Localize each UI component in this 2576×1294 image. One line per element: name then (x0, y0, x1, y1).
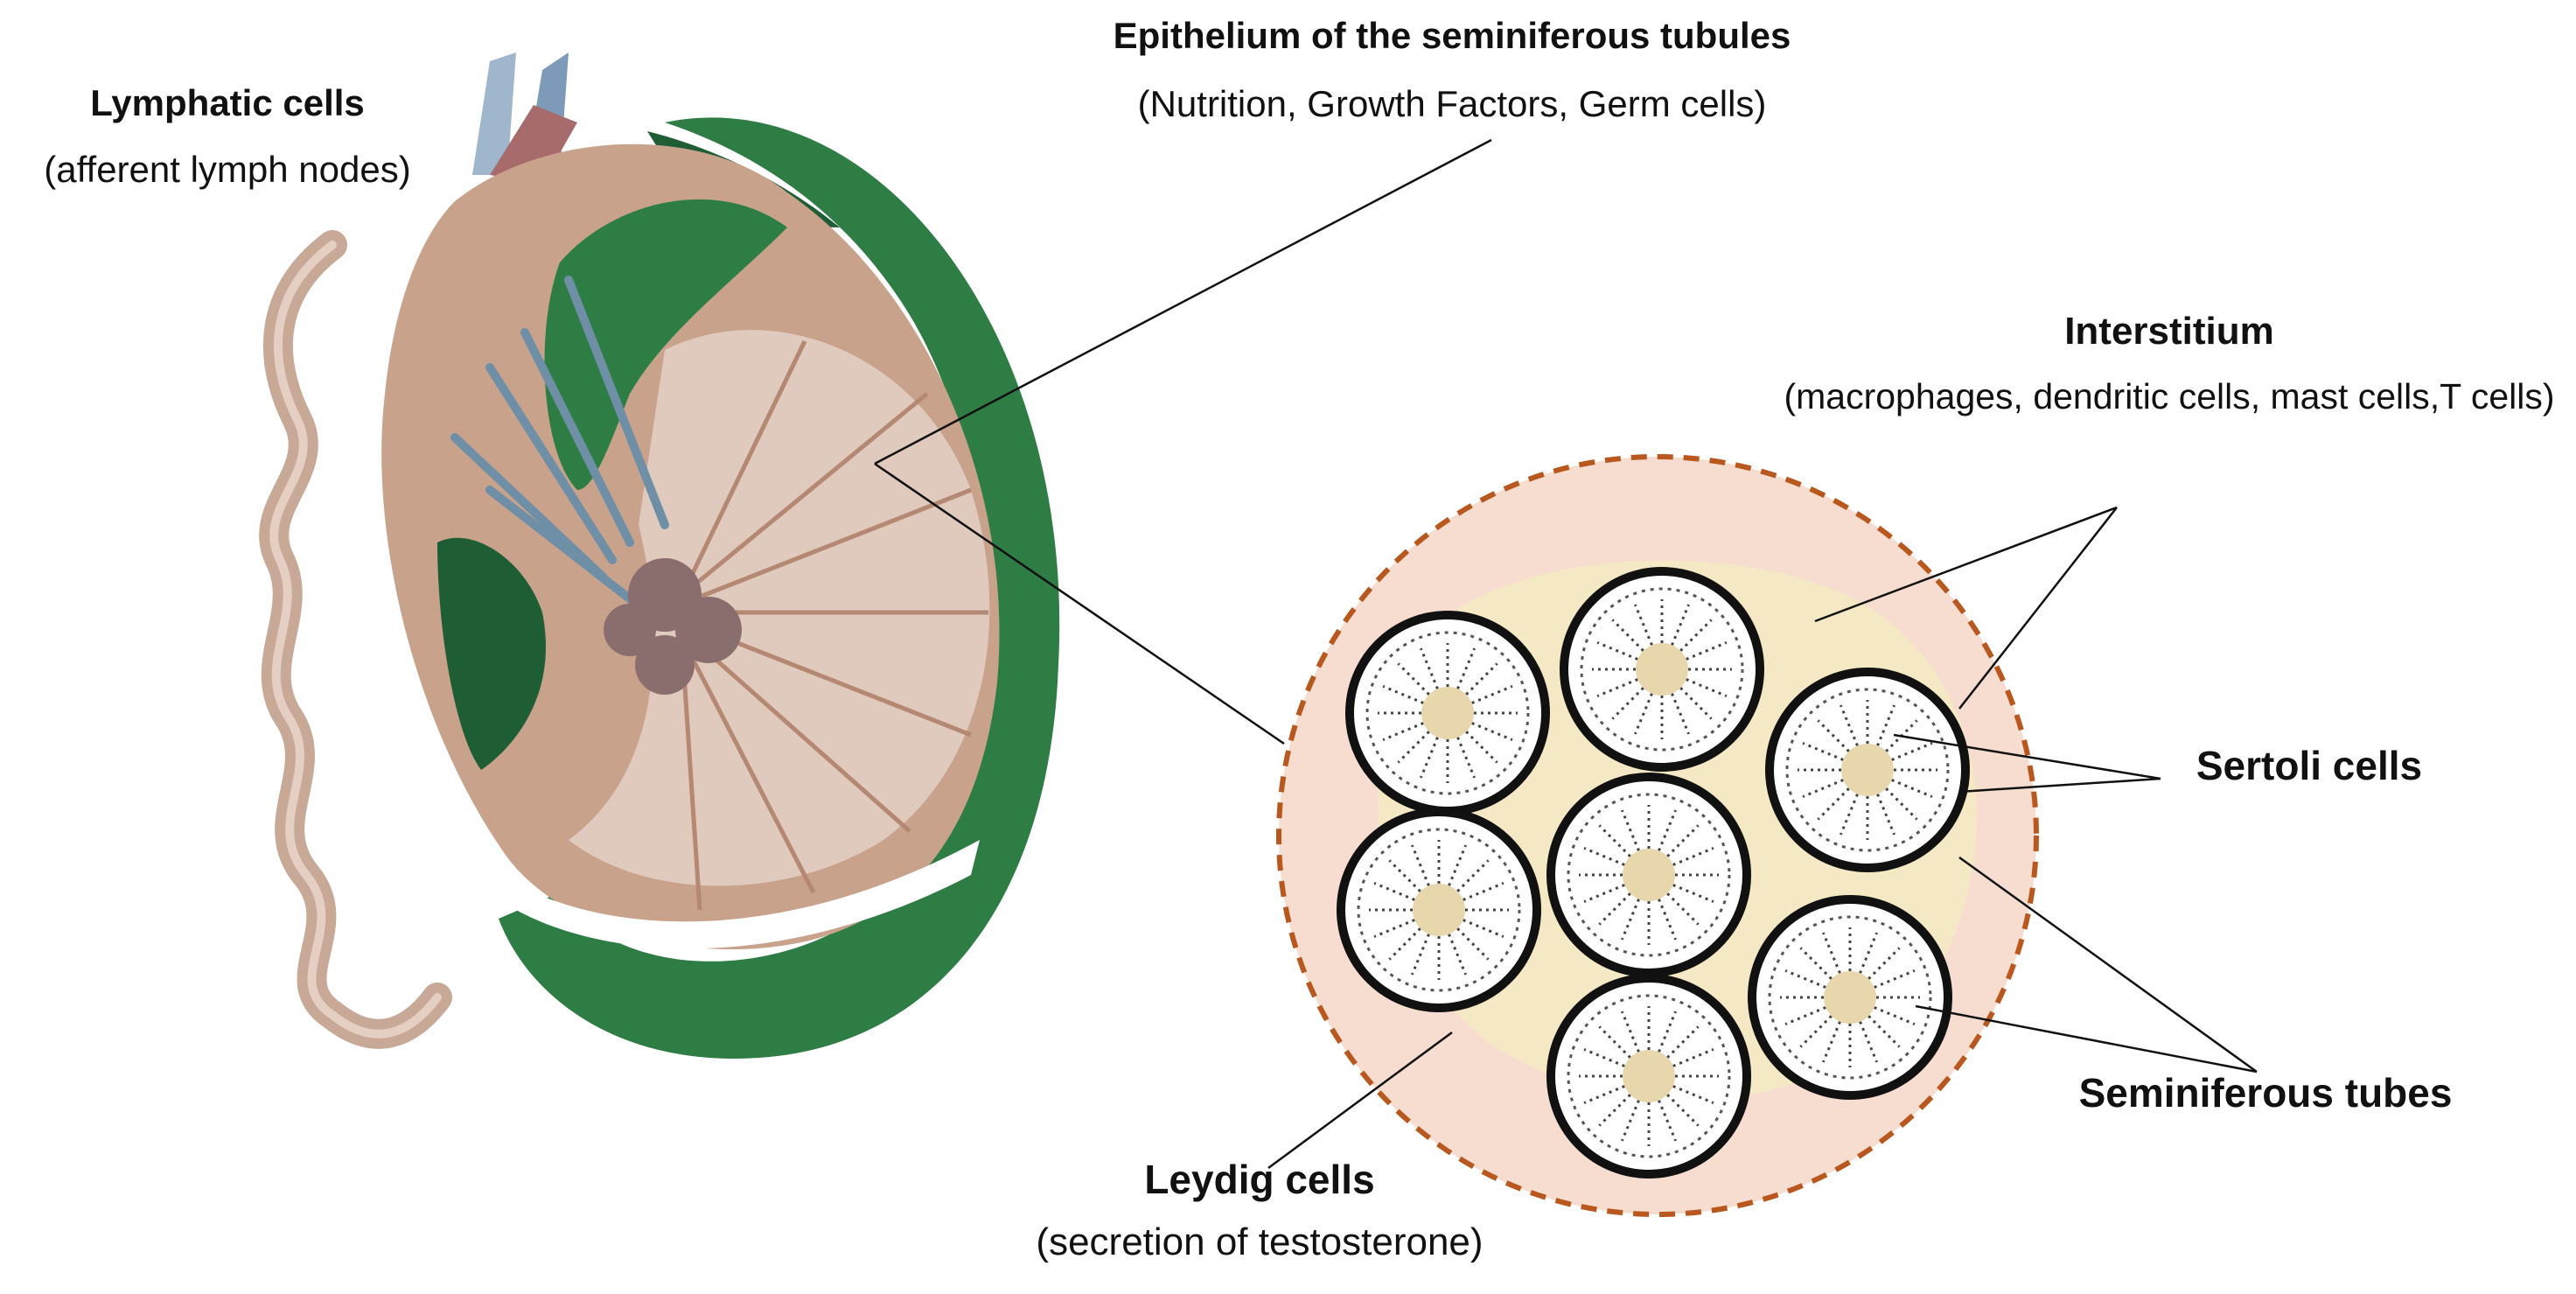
leydig-cells-label: Leydig cells (secretion of testosterone) (1036, 1157, 1483, 1263)
seminiferous-tubule (1748, 895, 1952, 1100)
tunica-albuginea (499, 117, 1060, 1060)
seminiferous-tubule (1337, 808, 1541, 1012)
lymphatic-cells-label: Lymphatic cells (afferent lymph nodes) (44, 82, 411, 190)
seminiferous-tubes-label: Seminiferous tubes (2078, 1070, 2453, 1116)
epithelium-label: Epithelium of the seminiferous tubules (… (1113, 15, 1791, 124)
blood-vessels-top (472, 52, 577, 184)
leader-lines (874, 138, 2258, 1170)
seminiferous-tubules (1337, 567, 1970, 1179)
interstitium-label: Interstitium (macrophages, dendritic cel… (1784, 310, 2555, 416)
mediastinum-green (544, 199, 787, 490)
seminiferous-tubule (1765, 668, 1970, 872)
seminiferous-tubule (1345, 611, 1550, 815)
seminiferous-tubule (1546, 974, 1751, 1179)
seminiferous-tubule (1560, 567, 1764, 772)
capsule-gap (516, 840, 980, 949)
sertoli-cells-label: Sertoli cells (2196, 743, 2423, 788)
rete-testis (450, 276, 669, 617)
rete-testis-center (604, 558, 742, 695)
seminiferous-tubule (1546, 773, 1751, 977)
